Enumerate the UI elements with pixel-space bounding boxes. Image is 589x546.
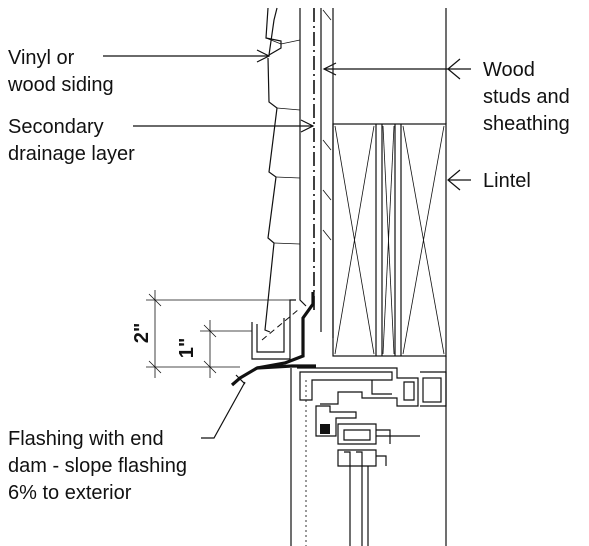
lintel-leader: [447, 169, 471, 191]
studs-label-line2: studs and: [483, 86, 570, 108]
vinyl-siding: [264, 7, 307, 333]
studs-leader: [322, 58, 471, 80]
lintel-label: Lintel: [483, 170, 531, 192]
j-channel: [251, 299, 299, 360]
flashing-label-line3: 6% to exterior: [8, 482, 132, 504]
window-frame: [290, 356, 447, 546]
studs-label: Wood: [483, 59, 535, 81]
dimension-1-inch: [200, 320, 252, 378]
siding-leader: [103, 49, 271, 63]
flashing-label-line2: dam - slope flashing: [8, 455, 187, 477]
flashing-label: Flashing with end: [8, 428, 164, 450]
wall-sheathing: [320, 8, 334, 338]
head-flashing: [230, 292, 316, 387]
dimension-2-inch: [146, 290, 296, 378]
dimension-2-inch-label: 2": [131, 323, 153, 344]
dimension-1-inch-label: 1": [176, 338, 198, 359]
lintel: [332, 123, 447, 357]
drainage-label: Secondary: [8, 116, 104, 138]
drainage-leader: [133, 119, 315, 133]
drainage-label-line2: drainage layer: [8, 143, 135, 165]
siding-label: Vinyl or: [8, 47, 75, 69]
siding-label-line2: wood siding: [7, 74, 114, 96]
studs-label-line3: sheathing: [483, 113, 570, 135]
flashing-leader: [201, 381, 246, 439]
